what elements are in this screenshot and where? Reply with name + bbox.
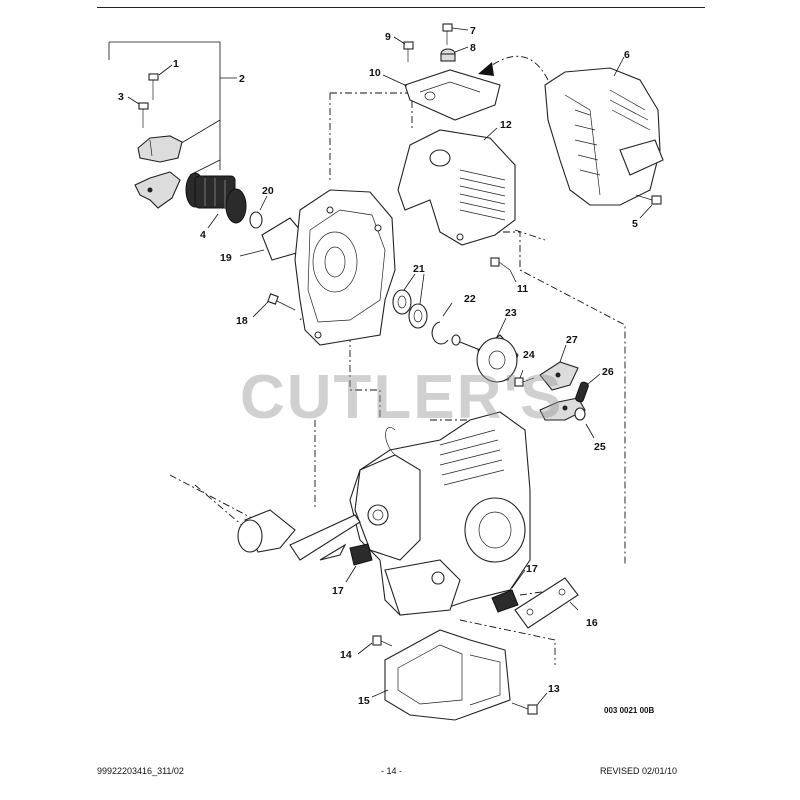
spring-26: [575, 373, 601, 403]
footer-document-number: 99922203416_311/02: [97, 766, 184, 776]
callout-3: 3: [118, 91, 124, 103]
engine-assembly: [349, 411, 531, 616]
washer-25: [574, 407, 595, 439]
callout-14: 14: [340, 649, 352, 661]
clamp-lower: [134, 171, 181, 209]
callout-22: 22: [464, 293, 476, 305]
screw-1: [148, 64, 173, 100]
screw-3: [127, 96, 149, 128]
cover-plate-10: [382, 69, 501, 121]
callout-18: 18: [236, 315, 248, 327]
drawing-code: 003 0021 00B: [604, 706, 655, 715]
callout-2: 2: [239, 73, 245, 85]
callout-16: 16: [586, 617, 598, 629]
callout-20: 20: [262, 185, 274, 197]
callout-11: 11: [517, 283, 528, 295]
watermark: CUTLER'S: [240, 363, 564, 432]
footer-page-number: - 14 -: [381, 766, 403, 776]
drive-tube: [237, 509, 361, 561]
bearing-21: [392, 273, 428, 329]
bolt-24: [514, 369, 535, 387]
screw-11: [490, 257, 517, 283]
clutch-shoes-27: [539, 344, 586, 421]
callout-5: 5: [632, 218, 638, 230]
arrow-head: [478, 62, 494, 76]
rubber-pad-17b: [491, 569, 526, 613]
screw-7: [442, 23, 469, 45]
callout-15: 15: [358, 695, 370, 707]
callout-8: 8: [470, 42, 476, 54]
callout-12: 12: [500, 119, 512, 131]
callout-19: 19: [220, 252, 232, 264]
clamp-upper: [137, 135, 183, 163]
screw-9: [393, 36, 414, 62]
engine-cover-6: [544, 56, 664, 206]
footer-revision-date: REVISED 02/01/10: [600, 766, 678, 776]
bolt-18: [252, 293, 296, 318]
callout-1: 1: [173, 58, 179, 70]
callout-23: 23: [505, 307, 517, 319]
fan-housing-19: [239, 189, 396, 346]
rubber-boot-4: [185, 172, 247, 229]
top-rule: [97, 7, 705, 8]
callout-4: 4: [200, 229, 206, 241]
callout-24: 24: [523, 349, 535, 361]
clutch-drum-23: [451, 317, 519, 383]
callout-27: 27: [566, 334, 578, 346]
callout-13: 13: [548, 683, 560, 695]
cylinder-shroud-12: [397, 127, 516, 246]
grommet-8: [440, 46, 469, 62]
callout-26: 26: [602, 366, 614, 378]
rubber-pad-17a: [345, 543, 373, 583]
o-ring-20: [249, 195, 268, 229]
callout-17b: 17: [526, 563, 538, 575]
screw-5: [635, 194, 662, 219]
callout-21: 21: [413, 263, 425, 275]
callout-9: 9: [385, 31, 391, 43]
callout-17a: 17: [332, 585, 344, 597]
callout-25: 25: [594, 441, 606, 453]
callout-10: 10: [369, 67, 381, 79]
snap-ring-22: [431, 302, 453, 345]
callout-7: 7: [470, 25, 476, 37]
mount-plate-16: [514, 577, 579, 629]
screw-13: [511, 692, 548, 715]
callout-6: 6: [624, 49, 630, 61]
callout-labels: 1 2 3 4 5 6 7 8 9 10 11 12 13 14 15 16 1…: [118, 25, 638, 707]
base-frame-15: [371, 629, 511, 721]
screw-14: [357, 635, 393, 655]
